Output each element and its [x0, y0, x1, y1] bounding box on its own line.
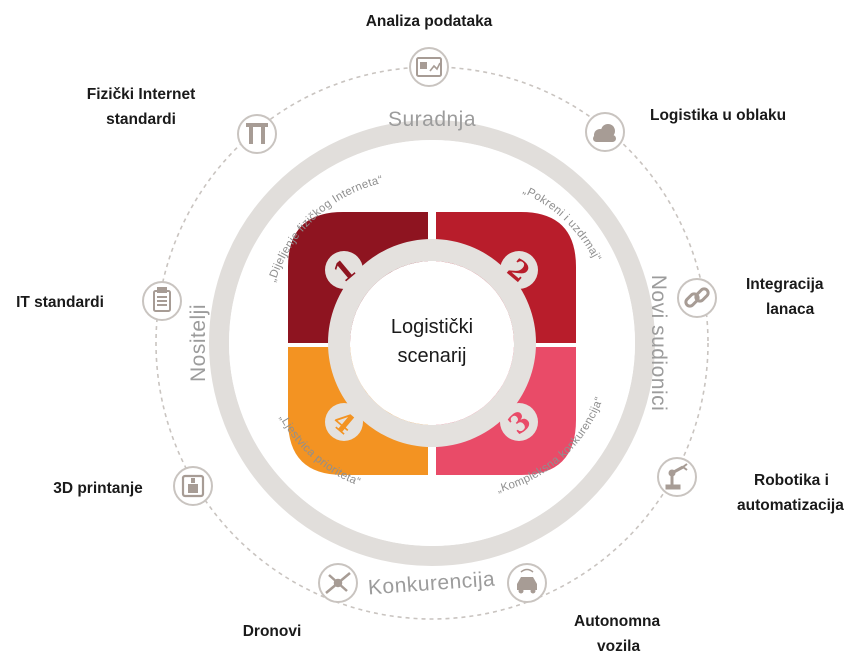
pi-icon — [246, 123, 268, 144]
badge-4: 4 — [325, 403, 363, 441]
svg-text:IT standardi: IT standardi — [16, 294, 104, 311]
svg-text:lanaca: lanaca — [766, 301, 815, 318]
node-it-standards: IT standardi — [16, 281, 182, 321]
node-physical-internet-standards: Fizički Internet standardi — [87, 86, 277, 154]
outer-dashed-ring — [155, 66, 709, 620]
drone-icon — [325, 572, 351, 594]
ring-label-top: Suradnja — [388, 108, 476, 131]
node-autonomous-vehicles: Autonomna vozila — [507, 563, 660, 655]
robot-arm-icon — [665, 463, 688, 490]
3d-printer-icon — [181, 474, 205, 498]
cloud-icon — [593, 124, 616, 142]
node-drones: Dronovi — [243, 563, 358, 640]
svg-text:Integracija: Integracija — [746, 276, 824, 293]
center-title-line1: Logistički — [391, 316, 473, 338]
svg-text:3D printanje: 3D printanje — [53, 480, 143, 497]
svg-text:Autonomna: Autonomna — [574, 613, 660, 630]
svg-text:vozila: vozila — [597, 638, 640, 655]
chain-link-icon — [684, 287, 710, 308]
node-robotics: Robotika i automatizacija — [657, 457, 844, 514]
svg-text:standardi: standardi — [106, 111, 176, 128]
node-cloud-logistics: Logistika u oblaku — [585, 107, 786, 152]
node-3d-printing: 3D printanje — [53, 466, 213, 506]
car-icon — [517, 568, 537, 594]
newspaper-icon — [416, 57, 442, 77]
badge-2: 2 — [500, 251, 538, 289]
svg-text:Analiza podataka: Analiza podataka — [366, 13, 493, 30]
node-chain-integration: Integracija lanaca — [677, 276, 824, 318]
svg-text:Fizički Internet: Fizički Internet — [87, 86, 196, 103]
ring-label-bottom: Konkurencija — [367, 568, 496, 600]
center-title-line2: scenarij — [398, 345, 467, 367]
svg-text:Robotika i: Robotika i — [754, 472, 829, 489]
clipboard-icon — [153, 287, 171, 312]
badge-1: 1 — [325, 251, 363, 289]
center-disc — [350, 261, 514, 425]
ring-label-right: Novi sudionici — [647, 275, 670, 412]
node-data-analysis: Analiza podataka — [366, 13, 493, 87]
ring-label-left: Nositelji — [187, 304, 210, 382]
svg-text:Dronovi: Dronovi — [243, 623, 302, 640]
svg-text:automatizacija: automatizacija — [737, 497, 844, 514]
badge-3: 3 — [500, 403, 538, 441]
category-ring — [209, 120, 655, 566]
inner-donut — [328, 239, 536, 447]
svg-text:Logistika u oblaku: Logistika u oblaku — [650, 107, 786, 124]
